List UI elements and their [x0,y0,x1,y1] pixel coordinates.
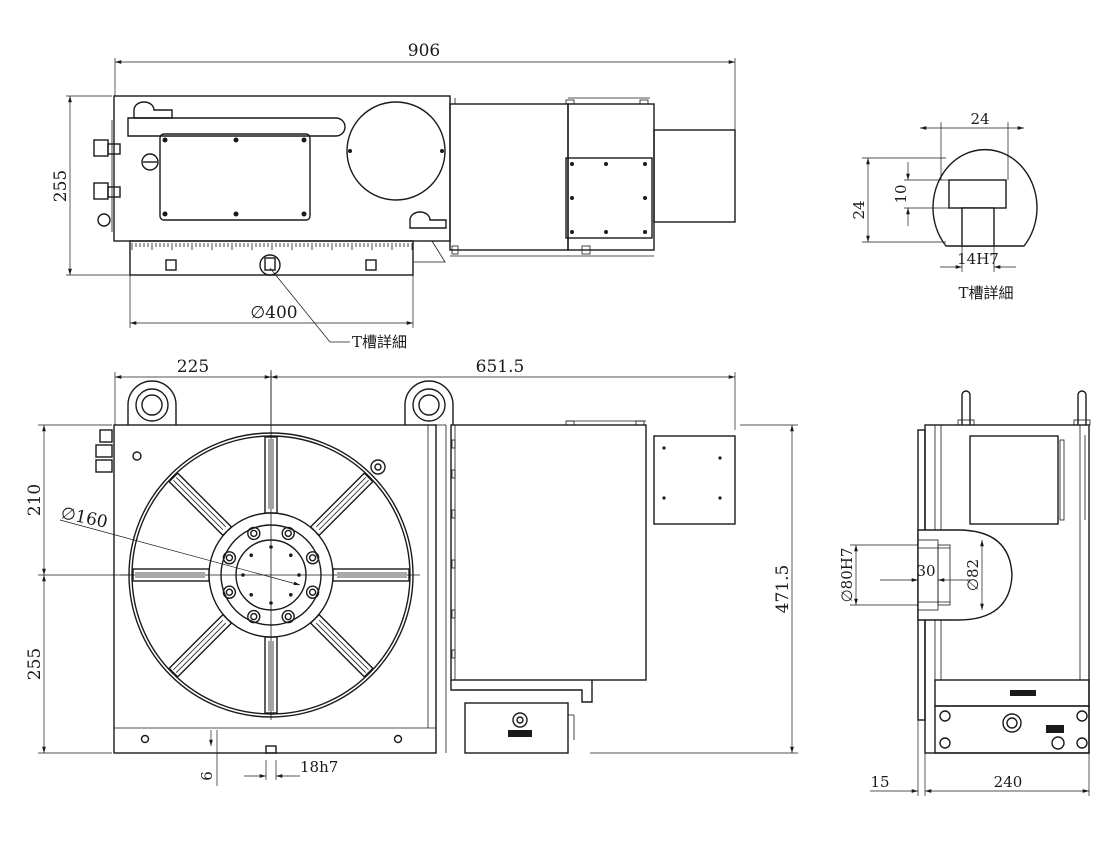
front-fittings-icon [95,429,142,473]
lifting-eye-left-icon [127,380,177,425]
dim-side-width: 240 [994,773,1023,791]
dim-lower-height: 255 [25,648,45,680]
hub-bolts [222,526,320,624]
dim-slot-height: 24 [850,200,868,219]
plate-bolts [162,137,307,217]
dim-left-offset: 225 [177,357,209,377]
t-slot-detail-title: T槽詳細 [958,284,1013,302]
dim-side-offset: 15 [870,773,889,791]
dim-upper-height: 210 [25,484,45,516]
t-slot-callout: T槽詳細 [352,333,407,351]
dim-top-height: 255 [51,170,71,202]
dim-slot-depth: 10 [892,184,910,203]
dim-slot-top-width: 24 [970,110,989,128]
front-view: 225 651.5 210 255 471.5 [25,357,798,786]
pneumatic-fittings-icon [93,120,121,232]
dim-overall-length: 906 [408,41,440,61]
top-view: 906 255 [51,41,736,351]
dim-table-diameter: ∅400 [250,303,297,323]
dim-bore-diameter: ∅160 [59,503,109,532]
lifting-eye-right-icon [404,380,454,425]
dim-key-width: 18h7 [300,758,338,776]
dim-spindle-bore: ∅80H7 [838,548,856,603]
dim-right-length: 651.5 [476,357,525,377]
degree-scale [131,243,413,250]
dim-spindle-depth: 30 [916,562,935,580]
side-view: ∅80H7 30 ∅82 15 240 [838,390,1091,796]
dim-key-depth: 6 [198,771,216,781]
t-slot-detail: 24 24 10 14H7 T槽詳細 [850,110,1038,302]
dim-overall-height: 471.5 [773,565,793,614]
dim-spindle-outer: ∅82 [964,559,982,591]
dim-slot-width: 14H7 [957,250,999,268]
